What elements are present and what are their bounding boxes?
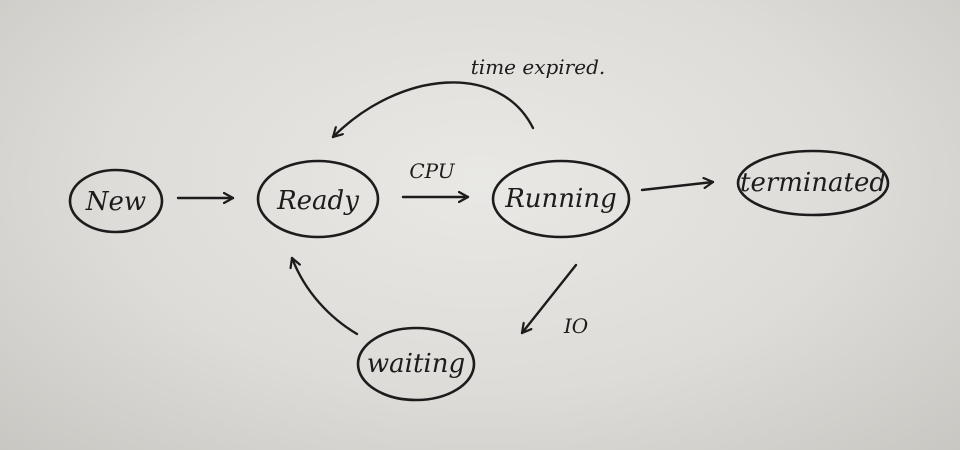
state-terminated: terminated	[736, 149, 890, 217]
state-ready-label: Ready	[276, 186, 359, 216]
arrow-running-to-waiting	[520, 263, 578, 335]
state-ready: Ready	[256, 159, 380, 239]
state-running-outline	[491, 159, 631, 239]
state-ready-outline	[256, 159, 380, 239]
state-waiting-outline	[356, 326, 476, 402]
arrow-waiting-to-ready	[292, 256, 359, 336]
state-terminated-label: terminated	[740, 168, 886, 198]
transition-label-cpu: CPU	[409, 159, 455, 183]
transition-label-time-expired: time expired.	[471, 55, 605, 79]
state-running: Running	[491, 159, 631, 239]
state-running-label: Running	[504, 184, 617, 214]
arrow-running-to-terminated	[640, 182, 715, 192]
state-new: New	[68, 168, 164, 234]
state-waiting-label: waiting	[367, 349, 465, 379]
state-new-outline	[68, 168, 164, 234]
transition-label-io: IO	[563, 314, 588, 338]
arrow-running-to-ready-time-expired	[331, 81, 535, 139]
state-new-label: New	[85, 187, 146, 217]
state-terminated-outline	[736, 149, 890, 217]
state-waiting: waiting	[356, 326, 476, 402]
